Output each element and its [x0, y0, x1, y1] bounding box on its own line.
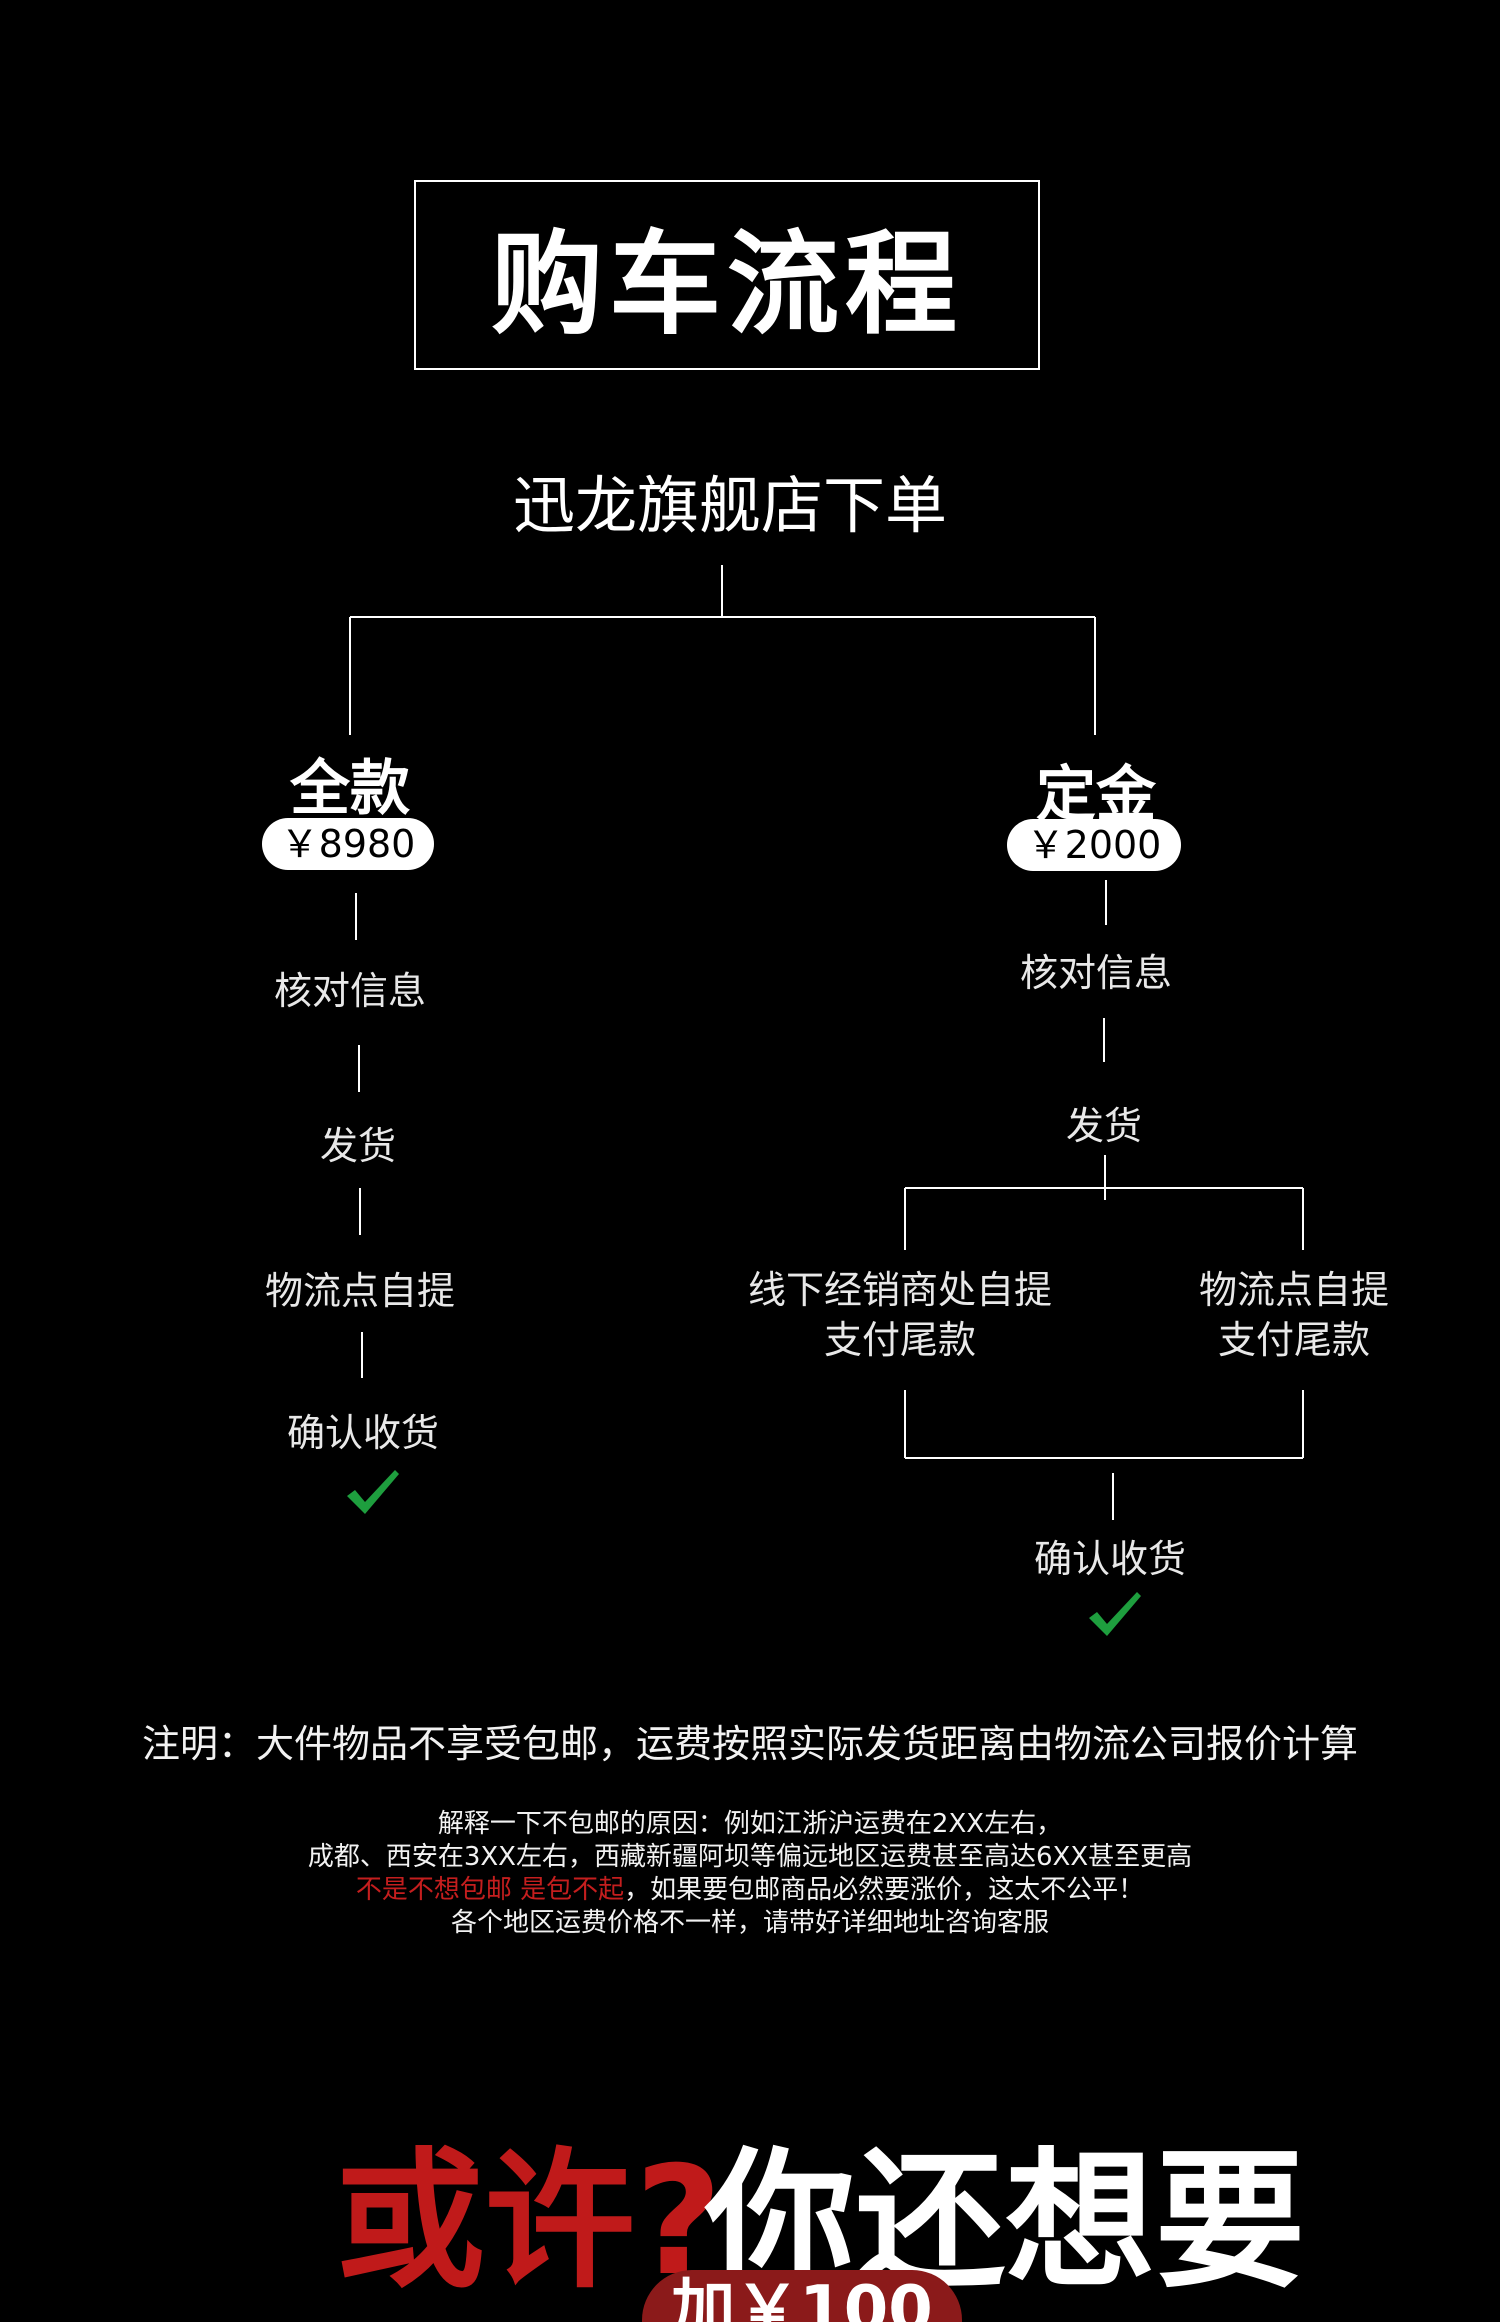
option-dealer-line1: 线下经销商处自提 — [747, 1268, 1052, 1312]
promo-badge[interactable]: 加￥100 — [642, 2270, 962, 2322]
maybe-text: 或许? — [335, 2135, 723, 2309]
explanation-block: 解释一下不包邮的原因：例如江浙沪运费在2XX左右， 成都、西安在3XX左右，西藏… — [0, 1808, 1500, 1940]
explanation-line2: 成都、西安在3XX左右，西藏新疆阿坝等偏远地区运费甚至高达6XX甚至更高 — [307, 1842, 1193, 1872]
option-logistics-line2: 支付尾款 — [1217, 1318, 1370, 1362]
right-step-verify: 核对信息 — [1019, 951, 1172, 995]
explanation-line3-rest: ，如果要包邮商品必然要涨价，这太不公平！ — [624, 1875, 1145, 1905]
option-logistics-pickup: 物流点自提 支付尾款 — [1134, 1265, 1454, 1365]
right-step-ship: 发货 — [1065, 1104, 1142, 1148]
title-box: 购车流程 — [414, 180, 1040, 370]
left-step-verify: 核对信息 — [273, 969, 426, 1013]
left-step-ship: 发货 — [319, 1124, 396, 1168]
explanation-line1: 解释一下不包邮的原因：例如江浙沪运费在2XX左右， — [437, 1809, 1063, 1839]
page-title: 购车流程 — [491, 220, 963, 350]
left-step-pickup: 物流点自提 — [264, 1269, 455, 1313]
order-heading: 迅龙旗舰店下单 — [512, 469, 947, 542]
checkmark-icon — [1089, 1592, 1141, 1636]
checkmark-icon — [347, 1470, 399, 1514]
explanation-red-text: 不是不想包邮 是包不起 — [355, 1875, 625, 1905]
left-step-confirm: 确认收货 — [286, 1411, 439, 1455]
explanation-line4: 各个地区运费价格不一样，请带好详细地址咨询客服 — [450, 1908, 1049, 1938]
right-step-confirm: 确认收货 — [1033, 1537, 1186, 1581]
explanation-line3: 不是不想包邮 是包不起，如果要包邮商品必然要涨价，这太不公平！ — [0, 1874, 1500, 1907]
right-price-badge: ￥2000 — [1007, 819, 1181, 871]
option-dealer-line2: 支付尾款 — [823, 1318, 976, 1362]
shipping-note: 注明：大件物品不享受包邮，运费按照实际发货距离由物流公司报价计算 — [141, 1722, 1358, 1766]
option-dealer-pickup: 线下经销商处自提 支付尾款 — [700, 1265, 1100, 1365]
left-price-badge: ￥8980 — [262, 818, 434, 870]
left-branch-label: 全款 — [290, 754, 410, 824]
option-logistics-line1: 物流点自提 — [1198, 1268, 1389, 1312]
right-branch-label: 定金 — [1036, 760, 1156, 830]
